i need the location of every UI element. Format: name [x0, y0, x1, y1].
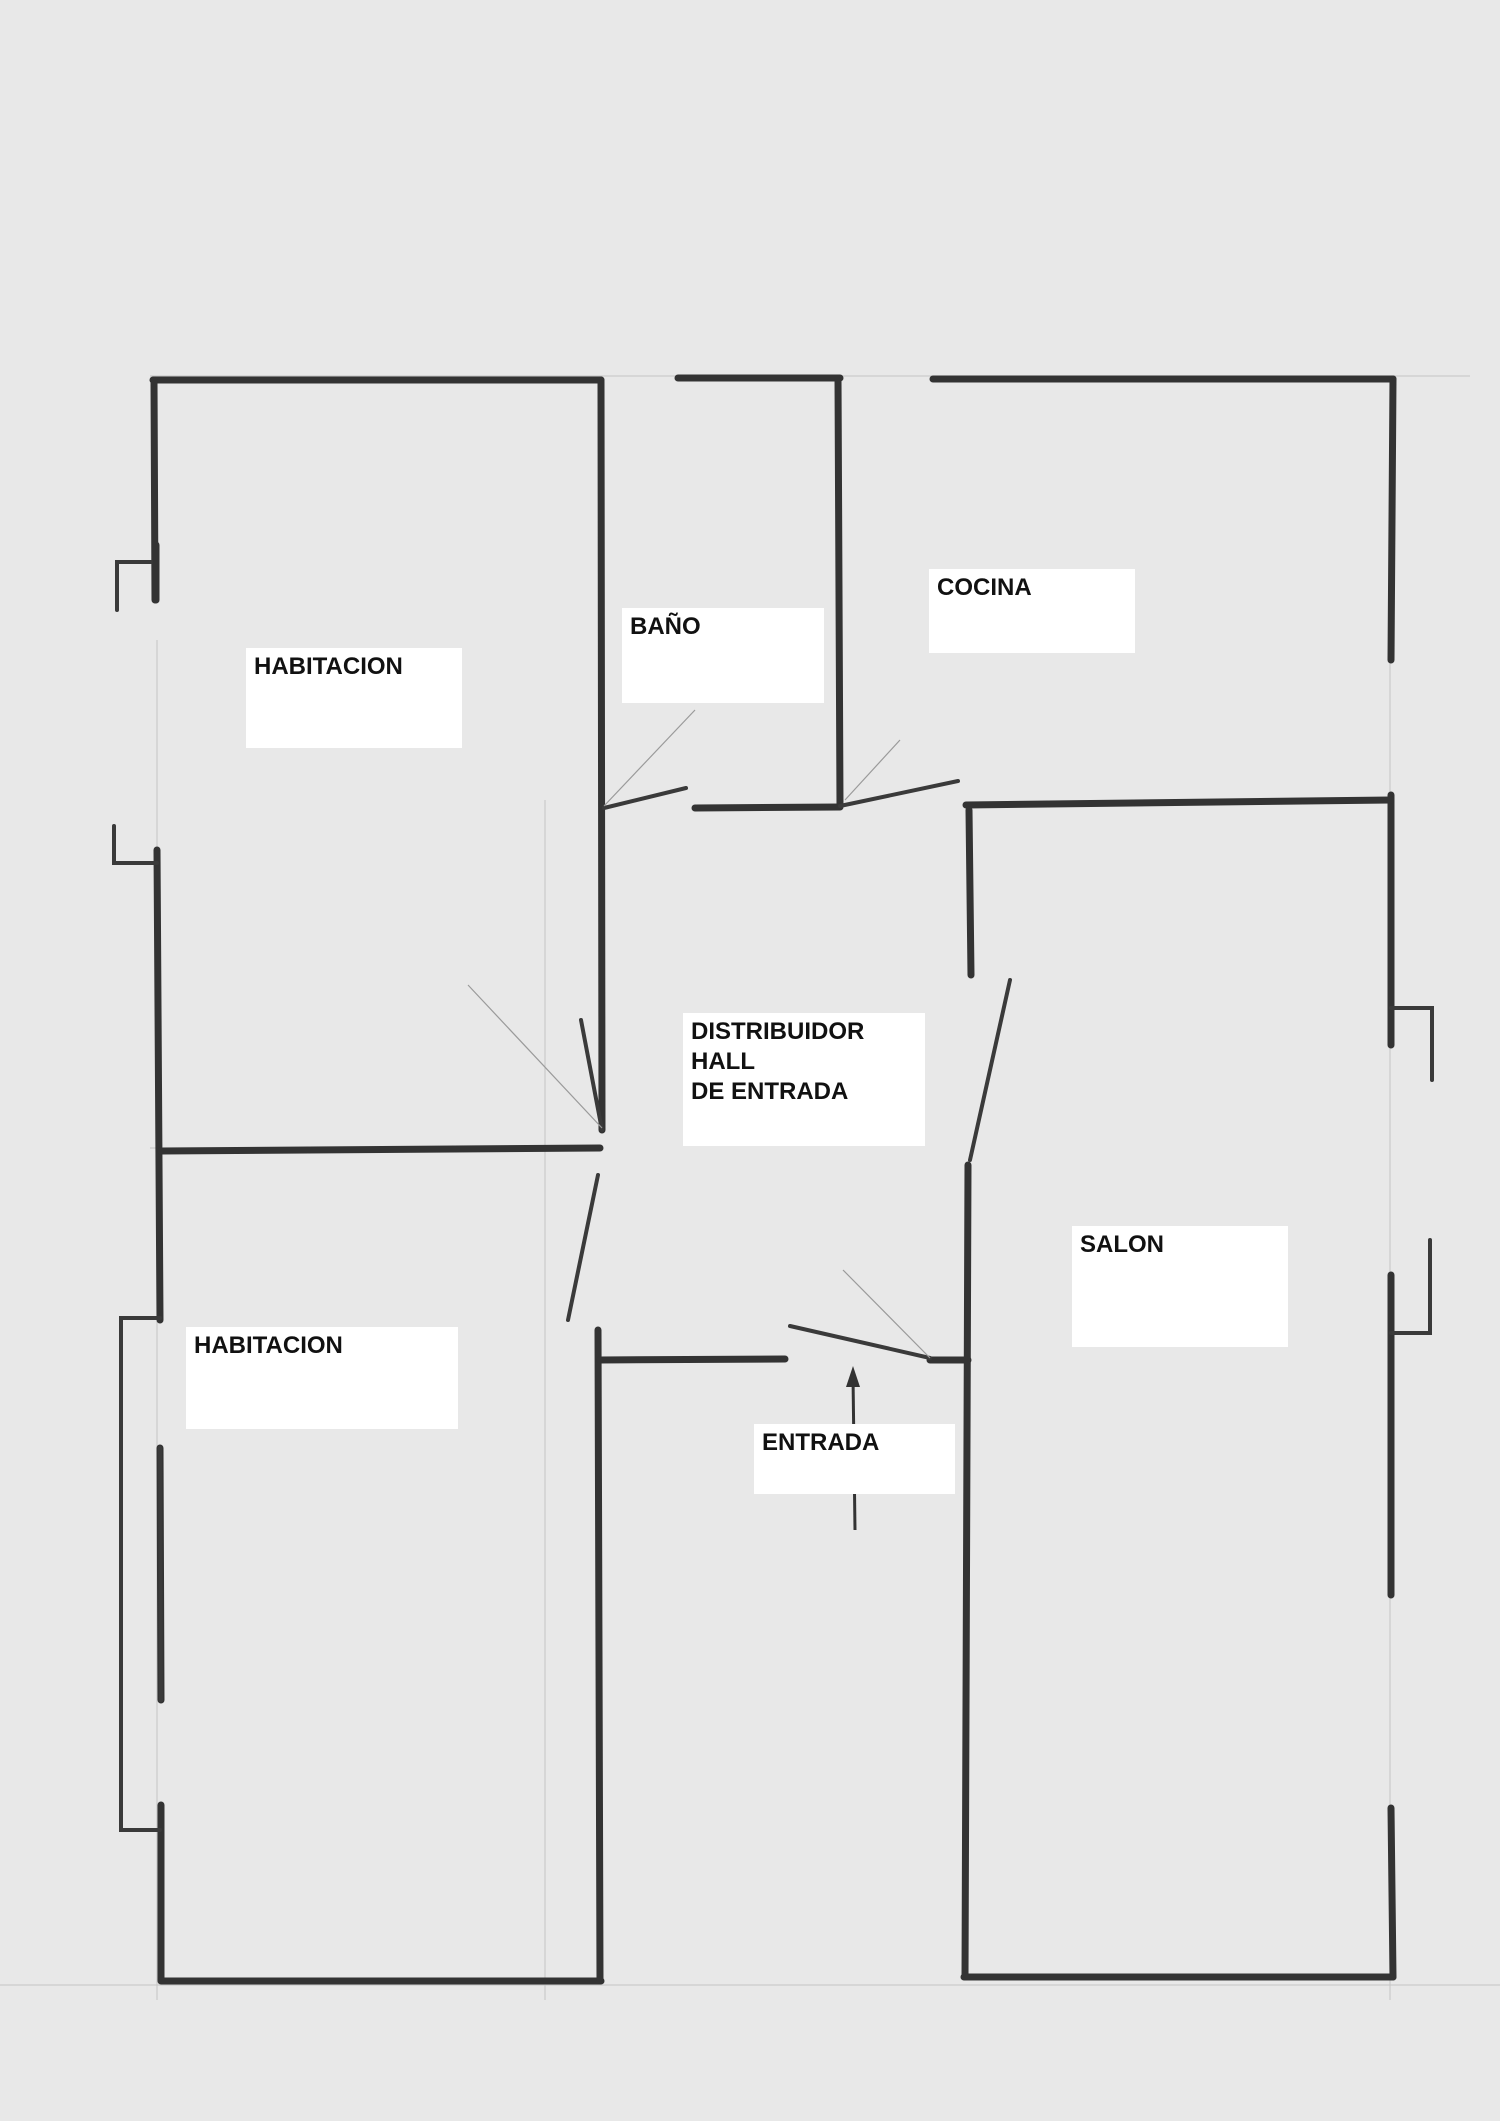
window-right-top: [1389, 1006, 1434, 1082]
room-label-bano: BAÑO: [622, 608, 824, 703]
wall-bath-bottom: [691, 803, 844, 812]
wall-bath-kitchen: [834, 374, 844, 810]
wall-habitaciones-divider: [157, 1144, 604, 1155]
door-habitacion-bottom: [566, 1173, 600, 1322]
door-bath-swing: [603, 709, 696, 807]
door-kitchen-swing: [844, 739, 901, 801]
doors: [467, 709, 1012, 1360]
wall-salon-left-upper: [965, 806, 975, 979]
windows: [112, 541, 1434, 1832]
window-left-bottom-inner: [158, 1446, 163, 1702]
wall-salon-left-lower: [961, 1161, 972, 1981]
wall-corridor-top-left: [596, 1355, 789, 1364]
wall-salon-top: [962, 796, 1395, 809]
door-habitacion-top: [579, 1018, 604, 1132]
wall-right-1: [1387, 375, 1397, 664]
room-label-habitacion-top: HABITACION: [246, 648, 462, 748]
door-entrada-swing: [842, 1269, 931, 1359]
door-kitchen: [838, 779, 960, 808]
window-left-top: [115, 560, 156, 612]
room-label-salon: SALON: [1072, 1226, 1288, 1347]
wall-left-2: [153, 846, 164, 1324]
door-salon: [968, 978, 1012, 1162]
room-label-habitacion-bottom: HABITACION: [186, 1327, 458, 1429]
window-right-bottom: [1389, 1238, 1432, 1335]
room-label-entrada: ENTRADA: [754, 1424, 955, 1494]
door-entrada: [788, 1324, 932, 1360]
door-bath: [602, 786, 688, 810]
wall-corridor-left: [594, 1326, 604, 1984]
window-left-bottom: [119, 1316, 162, 1832]
wall-habitacion-hall: [597, 376, 606, 1134]
wall-right-4: [1387, 1804, 1397, 1981]
room-label-cocina: COCINA: [929, 569, 1135, 653]
room-label-distribuidor: DISTRIBUIDOR HALL DE ENTRADA: [683, 1013, 925, 1146]
door-habitacion-top-swing: [467, 984, 603, 1129]
window-left-mid: [112, 824, 159, 865]
